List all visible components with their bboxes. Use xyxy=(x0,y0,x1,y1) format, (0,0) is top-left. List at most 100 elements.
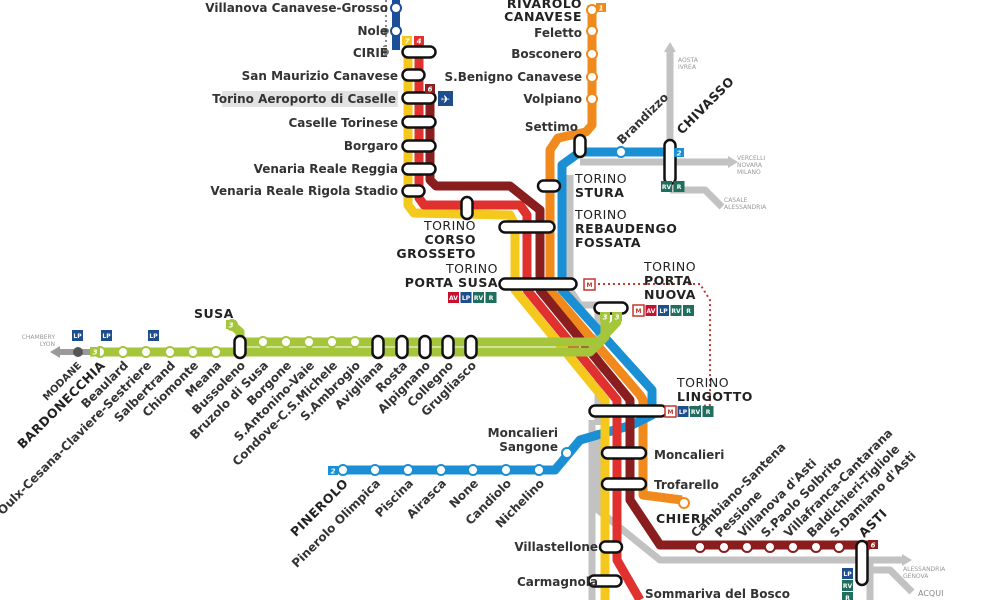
lp-badge-label: LP xyxy=(102,333,111,340)
chivasso-station[interactable] xyxy=(663,138,677,186)
station-label: GROSSETO xyxy=(396,246,476,261)
station[interactable] xyxy=(561,447,573,459)
station[interactable] xyxy=(390,2,402,14)
metro-badge-label: M xyxy=(587,282,593,289)
interchange-station[interactable] xyxy=(598,540,624,554)
interchange-station[interactable] xyxy=(441,334,455,360)
line-number: 4 xyxy=(417,38,422,46)
chieri-station[interactable] xyxy=(678,497,690,509)
station[interactable] xyxy=(787,541,799,553)
interchange-station[interactable] xyxy=(401,139,437,153)
station[interactable] xyxy=(257,336,269,348)
lp-badge xyxy=(842,568,853,579)
interchange-station[interactable] xyxy=(464,334,478,360)
interchange-station[interactable] xyxy=(573,133,587,159)
station-label: CANAVESE xyxy=(504,9,582,24)
station[interactable] xyxy=(402,464,414,476)
line-number: 3 xyxy=(615,314,620,322)
gray-line-acqui[interactable] xyxy=(870,566,915,595)
station[interactable] xyxy=(718,541,730,553)
station[interactable] xyxy=(741,541,753,553)
station[interactable] xyxy=(467,464,479,476)
destination-label: LYON xyxy=(40,341,55,348)
station[interactable] xyxy=(586,93,598,105)
station[interactable] xyxy=(500,464,512,476)
interchange-station[interactable] xyxy=(401,91,437,105)
station-label: Feletto xyxy=(534,26,582,40)
station[interactable] xyxy=(435,464,447,476)
station[interactable] xyxy=(586,48,598,60)
station[interactable] xyxy=(337,464,349,476)
station-label-airport[interactable]: Torino Aeroporto di Caselle xyxy=(212,92,396,106)
station[interactable] xyxy=(586,25,598,37)
station[interactable] xyxy=(303,336,315,348)
line-6[interactable] xyxy=(425,90,870,550)
interchange-station[interactable] xyxy=(460,195,474,221)
rebaudengo-station[interactable] xyxy=(498,220,556,234)
line-4[interactable] xyxy=(414,45,644,600)
gray-line-casale[interactable] xyxy=(670,186,725,210)
station-label: Brandizzo xyxy=(614,90,671,147)
interchange-station[interactable] xyxy=(587,574,623,588)
interchange-station[interactable] xyxy=(600,477,648,491)
metro-link[interactable] xyxy=(598,283,711,411)
porta-susa-station[interactable] xyxy=(498,277,578,291)
bus-stop-icon xyxy=(383,49,389,55)
station-label: REBAUDENGO xyxy=(575,221,677,236)
line-7[interactable] xyxy=(403,45,610,600)
station-label: Moncalieri xyxy=(488,426,558,440)
interchange-station[interactable] xyxy=(401,45,437,59)
station[interactable] xyxy=(615,146,627,158)
station-label: Sangone xyxy=(499,440,558,454)
interchange-station[interactable] xyxy=(401,68,426,82)
station[interactable] xyxy=(586,71,598,83)
destination-label: NOVARA xyxy=(737,162,763,169)
station[interactable] xyxy=(164,346,176,358)
destination-label: IVREA xyxy=(678,64,697,71)
r-badge xyxy=(702,406,714,417)
porta-nuova-station[interactable] xyxy=(593,301,629,315)
station-label: SUSA xyxy=(194,306,234,321)
bus-stop-icon xyxy=(383,28,389,34)
station-label: Moncalieri xyxy=(654,448,724,462)
lp-badge xyxy=(72,330,83,341)
station[interactable] xyxy=(280,336,292,348)
station-label: TORINO xyxy=(574,207,627,222)
station[interactable] xyxy=(140,346,152,358)
lp-badge xyxy=(101,330,112,341)
station[interactable] xyxy=(117,346,129,358)
station[interactable] xyxy=(764,541,776,553)
r-badge xyxy=(683,305,694,316)
interchange-station[interactable] xyxy=(395,334,409,360)
station[interactable] xyxy=(810,541,822,553)
interchange-station[interactable] xyxy=(536,179,562,193)
interchange-station[interactable] xyxy=(401,184,426,198)
interchange-station[interactable] xyxy=(418,334,432,360)
interchange-station[interactable] xyxy=(371,334,385,360)
destination-label: ALESSANDRIA xyxy=(903,566,946,573)
station[interactable] xyxy=(833,541,845,553)
interchange-station[interactable] xyxy=(401,115,437,129)
station[interactable] xyxy=(694,541,706,553)
station[interactable] xyxy=(210,346,222,358)
interchange-station[interactable] xyxy=(233,334,247,360)
station[interactable] xyxy=(390,25,402,37)
gray-line-asti[interactable] xyxy=(594,430,855,564)
destination-label: VERCELLI xyxy=(737,155,765,162)
station[interactable] xyxy=(533,464,545,476)
line-number: 3 xyxy=(603,314,608,322)
rv-badge xyxy=(473,292,484,303)
interchange-station[interactable] xyxy=(401,162,437,176)
station[interactable] xyxy=(326,336,338,348)
station-label: CHIERI xyxy=(656,511,706,526)
station[interactable] xyxy=(369,464,381,476)
station[interactable] xyxy=(586,4,598,16)
line-number: 2 xyxy=(331,468,336,476)
line-number: 6 xyxy=(871,542,876,550)
asti-station[interactable] xyxy=(855,539,869,587)
station[interactable] xyxy=(349,336,361,348)
interchange-station[interactable] xyxy=(600,446,648,460)
station[interactable] xyxy=(187,346,199,358)
line-number-badge xyxy=(868,540,878,549)
lingotto-station[interactable] xyxy=(588,404,668,418)
